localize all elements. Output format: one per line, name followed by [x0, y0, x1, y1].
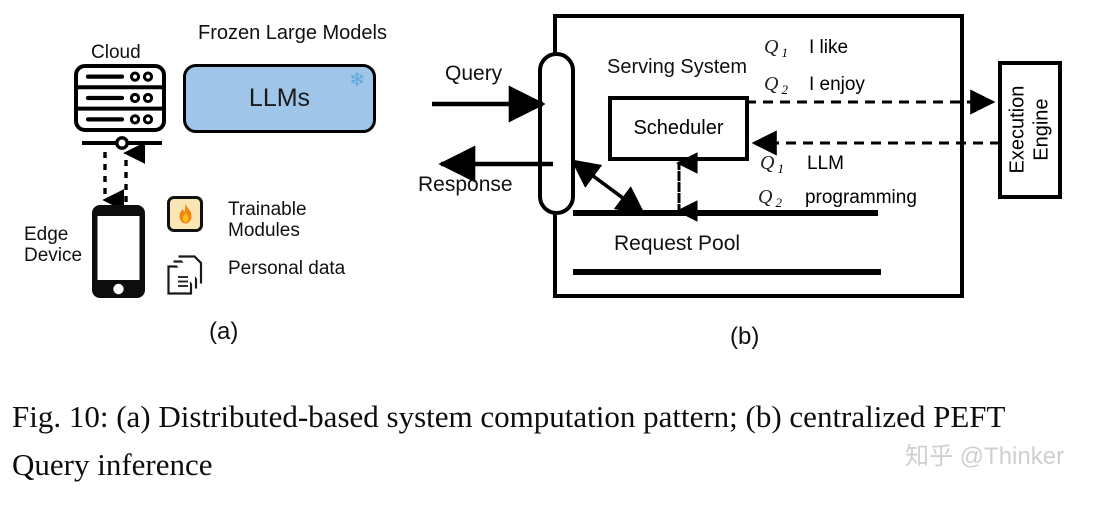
panel-a-distributed-system: Frozen Large Models Cloud — [0, 0, 430, 370]
queue-symbol: Q — [760, 152, 775, 174]
response-arrow — [430, 145, 555, 183]
scheduler-box: Scheduler — [608, 96, 749, 161]
frozen-large-models-label: Frozen Large Models — [198, 22, 387, 44]
smartphone-icon — [91, 204, 146, 299]
queue-text: programming — [804, 187, 917, 208]
queue-text: I like — [808, 37, 849, 58]
watermark: 知乎 @Thinker — [905, 443, 1065, 470]
response-label: Response — [418, 173, 513, 196]
cloud-device-link-arrows — [96, 142, 156, 211]
scheduler-to-engine-arrow — [745, 89, 1007, 115]
cloud-label: Cloud — [91, 42, 141, 63]
snowflake-icon: ❄ — [349, 70, 365, 91]
queue-symbol: Q — [758, 186, 773, 208]
query-label: Query — [445, 62, 503, 85]
panel-a-caption: (a) — [209, 318, 239, 345]
llms-label: LLMs — [248, 84, 311, 112]
gateway-pool-arrow — [565, 155, 660, 221]
request-pool-top-bar — [573, 210, 878, 216]
execution-engine-box: Execution Engine — [998, 61, 1062, 199]
request-pool-label: Request Pool — [614, 232, 741, 255]
documents-icon — [166, 252, 206, 296]
request-pool-bottom-bar — [573, 269, 881, 275]
server-rack-icon — [74, 64, 166, 132]
personal-data-label: Personal data — [228, 258, 346, 279]
llms-box: LLMs ❄ — [183, 64, 376, 133]
queue-subscript: 2 — [775, 195, 782, 210]
figure-caption: Fig. 10: (a) Distributed-based system co… — [12, 399, 1005, 483]
queue-subscript: 1 — [777, 161, 784, 176]
query-arrow — [430, 85, 555, 123]
queue-text: I enjoy — [808, 74, 865, 95]
execution-engine-line2: Engine — [1030, 98, 1052, 162]
panel-b-caption: (b) — [730, 323, 760, 350]
panel-b-centralized-inference: Request Pool Serving System Scheduler — [418, 14, 1062, 350]
gateway-capsule-icon — [538, 52, 575, 215]
engine-to-scheduler-arrow — [745, 130, 1007, 156]
serving-system-label: Serving System — [607, 56, 748, 78]
queue-symbol: Q — [764, 73, 779, 95]
queue-subscript: 2 — [781, 82, 788, 97]
scheduler-pool-arrow — [668, 152, 698, 222]
fire-icon — [167, 196, 203, 232]
queue-text: LLM — [806, 153, 844, 174]
queue-subscript: 1 — [781, 45, 788, 60]
queue-symbol: Q — [764, 36, 779, 58]
execution-engine-label: Execution Engine — [1006, 86, 1053, 174]
scheduler-label: Scheduler — [633, 117, 724, 139]
execution-engine-line1: Execution — [1006, 86, 1029, 174]
